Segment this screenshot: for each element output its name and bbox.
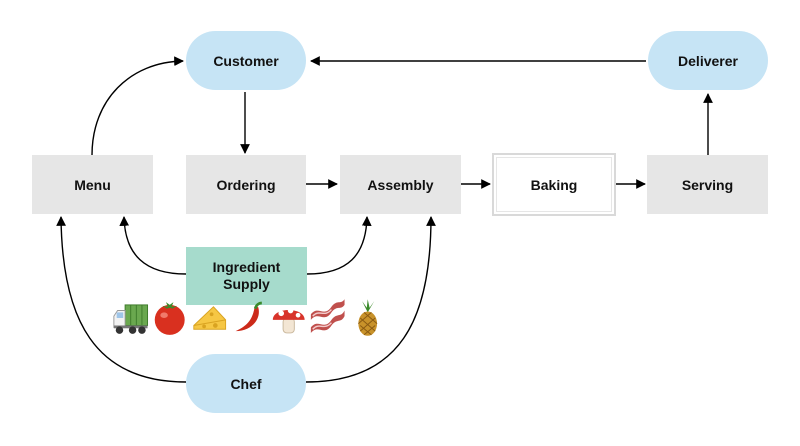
edge-supply-assembly: [306, 216, 372, 275]
menu-label: Menu: [74, 176, 111, 193]
deliverer-node: Deliverer: [648, 31, 768, 90]
pineapple-icon: [357, 299, 377, 336]
ordering-label: Ordering: [216, 176, 276, 193]
edge-chef-assembly: [305, 216, 436, 383]
assembly-label: Assembly: [367, 176, 434, 193]
ingredient-supply-label: Ingredient Supply: [212, 259, 281, 292]
mushroom-icon: [272, 307, 305, 334]
chef-node: Chef: [186, 354, 306, 413]
customer-node: Customer: [186, 31, 306, 90]
edge-supply-menu: [119, 216, 187, 275]
menu-node: Menu: [32, 155, 153, 214]
truck-icon: [113, 304, 149, 334]
chili-pepper-icon: [235, 301, 263, 332]
edge-chef-menu: [56, 216, 187, 383]
serving-label: Serving: [681, 176, 734, 193]
deliverer-label: Deliverer: [678, 52, 738, 69]
baking-node: Baking: [492, 153, 616, 216]
ingredient-icon-row: [112, 296, 386, 340]
ordering-node: Ordering: [186, 155, 306, 214]
customer-label: Customer: [213, 52, 279, 69]
tomato-icon: [155, 302, 186, 335]
bacon-icon: [310, 299, 345, 333]
cheese-icon: [193, 306, 226, 330]
baking-label: Baking: [530, 176, 578, 193]
chef-label: Chef: [230, 375, 262, 392]
assembly-node: Assembly: [340, 155, 461, 214]
ingredient-supply-node: Ingredient Supply: [186, 247, 307, 305]
edge-menu-customer: [91, 56, 184, 156]
serving-node: Serving: [647, 155, 768, 214]
